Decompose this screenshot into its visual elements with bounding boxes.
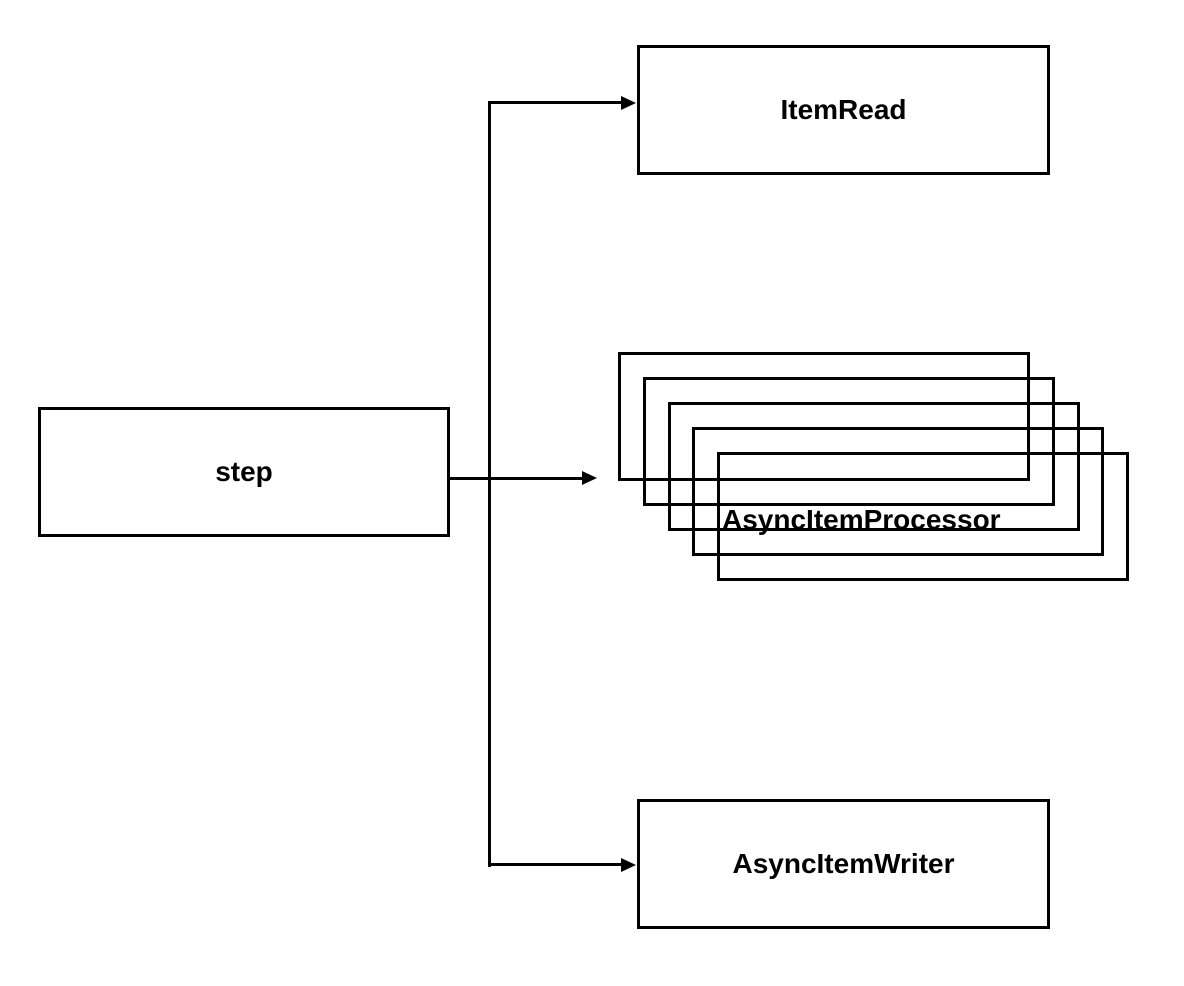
node-async-item-writer: AsyncItemWriter xyxy=(637,799,1050,929)
node-async-item-writer-label: AsyncItemWriter xyxy=(732,848,955,879)
edge-processor-arrowhead-icon xyxy=(582,471,597,485)
edge-step-stem-line xyxy=(450,477,582,480)
edge-reader-branch-line xyxy=(488,101,621,104)
processor-stack-box xyxy=(643,377,1055,506)
node-item-read-label: ItemRead xyxy=(780,94,907,125)
edge-reader-arrowhead-icon xyxy=(621,96,636,110)
edge-writer-branch-line xyxy=(488,863,621,866)
node-step-label: step xyxy=(215,456,273,487)
node-item-read: ItemRead xyxy=(637,45,1050,175)
edge-writer-arrowhead-icon xyxy=(621,858,636,872)
edge-branch-vertical-line xyxy=(488,101,491,867)
node-async-item-processor-label: AsyncItemProcessor xyxy=(722,504,1001,535)
processor-stack-box xyxy=(692,427,1104,556)
processor-stack-box xyxy=(618,352,1030,481)
node-step: step xyxy=(38,407,450,537)
